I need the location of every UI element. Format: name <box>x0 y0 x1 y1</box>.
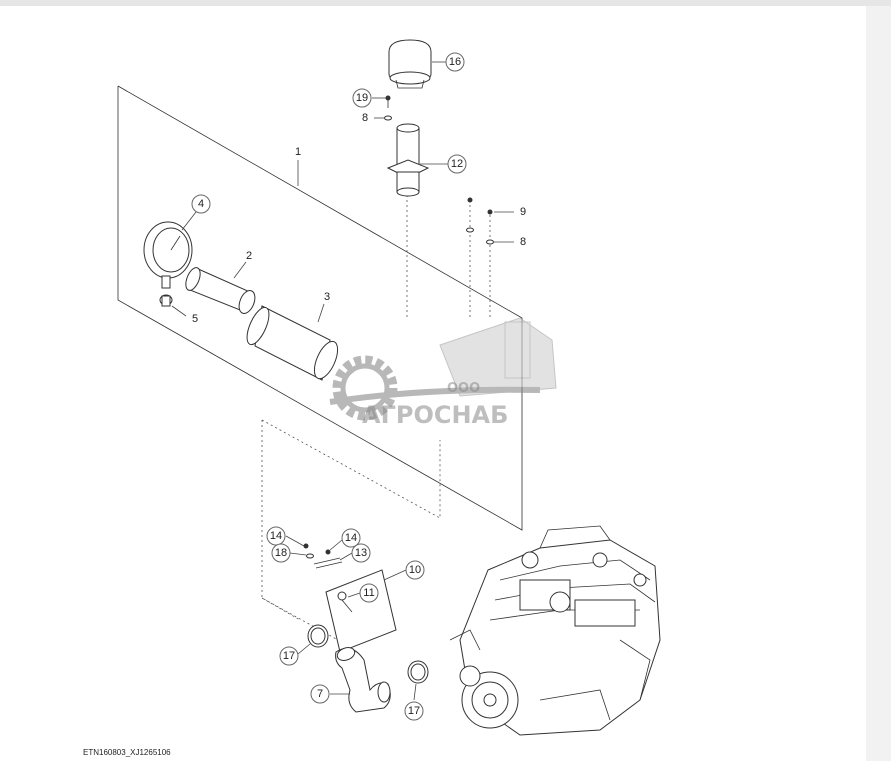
callout-18: 18 <box>271 543 291 563</box>
inner-filter <box>185 267 256 314</box>
svg-text:5: 5 <box>192 313 198 325</box>
leader-lines <box>171 61 514 701</box>
clamp-17b <box>407 660 429 684</box>
callout-16: 16 <box>445 52 465 72</box>
svg-text:10: 10 <box>409 564 421 576</box>
svg-text:2: 2 <box>246 250 252 262</box>
dashed-frame-2 <box>261 420 339 641</box>
callout-17-left: 17 <box>279 646 299 666</box>
callout-17-right: 17 <box>404 701 424 721</box>
watermark-logo <box>329 317 557 421</box>
svg-text:14: 14 <box>345 532 357 544</box>
svg-text:18: 18 <box>275 547 287 559</box>
callout-10: 10 <box>405 560 425 580</box>
callout-14-left: 14 <box>266 526 286 546</box>
callout-4: 4 <box>191 194 211 214</box>
fitting-5 <box>159 294 173 307</box>
dashed-frame <box>261 419 441 519</box>
callout-14-right: 14 <box>341 528 361 548</box>
callout-8-top: 8 <box>362 112 368 124</box>
svg-text:14: 14 <box>270 530 282 542</box>
callout-2: 2 <box>246 250 252 262</box>
plate-10 <box>325 569 397 653</box>
svg-text:13: 13 <box>355 547 367 559</box>
svg-text:19: 19 <box>356 92 368 104</box>
bolt-9 <box>466 197 494 245</box>
bolt-19 <box>384 95 392 121</box>
svg-text:17: 17 <box>408 705 420 717</box>
svg-text:7: 7 <box>317 688 323 700</box>
callout-13: 13 <box>351 543 371 563</box>
gear-icon <box>332 355 398 421</box>
intake-tube <box>386 123 430 197</box>
callout-19: 19 <box>352 88 372 108</box>
outer-filter <box>246 305 339 381</box>
dashed-line <box>261 597 301 621</box>
callout-9: 9 <box>520 206 526 218</box>
svg-text:17: 17 <box>283 650 295 662</box>
clamp-17a <box>307 624 329 648</box>
parts-diagram: 16 19 8 12 1 9 8 4 2 3 5 10 11 14 14 18 … <box>117 39 661 736</box>
callout-12: 12 <box>447 154 467 174</box>
precleaner-cap <box>388 39 432 89</box>
callout-1: 1 <box>295 146 301 158</box>
svg-text:16: 16 <box>449 56 461 68</box>
hardware-14-18-13 <box>303 543 343 569</box>
watermark-small: ООО <box>447 381 480 396</box>
svg-text:3: 3 <box>324 291 330 303</box>
svg-text:4: 4 <box>198 198 204 210</box>
callout-11: 11 <box>359 583 379 603</box>
callout-8-right: 8 <box>520 236 526 248</box>
top-bar <box>0 0 891 6</box>
watermark-brand: АГРОСНАБ <box>362 401 508 429</box>
diagram-sheet <box>0 6 866 761</box>
svg-text:9: 9 <box>520 206 526 218</box>
callout-7: 7 <box>310 684 330 704</box>
svg-text:1: 1 <box>295 146 301 158</box>
callout-3: 3 <box>324 291 330 303</box>
tractor-icon <box>439 317 557 397</box>
svg-text:11: 11 <box>363 587 374 599</box>
frame-outline <box>117 85 523 531</box>
restriction-gauge <box>143 221 193 289</box>
engine <box>449 525 661 736</box>
figure-caption: ETN160803_XJ1265106 <box>83 748 171 757</box>
svg-text:12: 12 <box>451 158 463 170</box>
svg-text:8: 8 <box>362 112 368 124</box>
elbow-hose <box>335 647 391 713</box>
callout-5: 5 <box>192 313 198 325</box>
right-strip <box>866 6 891 761</box>
svg-text:8: 8 <box>520 236 526 248</box>
